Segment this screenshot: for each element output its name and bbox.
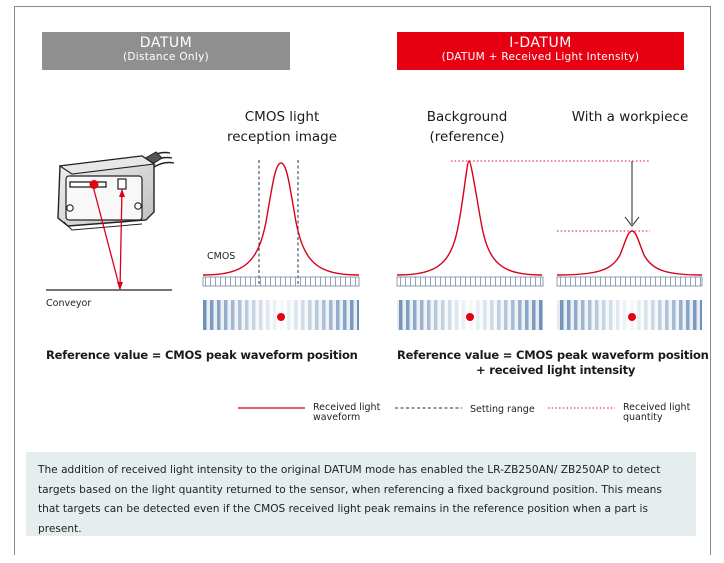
cmos-caption-line1: CMOS light [244,109,320,125]
idatum-title: I-DATUM [509,35,572,51]
idatum-header: I-DATUM (DATUM + Received Light Intensit… [397,32,684,70]
idatum-reference-line2: + received light intensity [476,363,636,377]
spot-left [277,313,285,321]
laser-beams [92,185,125,290]
spot-background [466,313,474,321]
legend-quantity-line2: quantity [623,412,663,423]
conveyor-label: Conveyor [46,298,92,309]
waveform-workpiece [556,230,703,276]
diagram-frame [14,6,711,555]
cmos-label: CMOS [207,251,236,262]
legend-waveform-line2: waveform [313,412,361,423]
spot-workpiece [628,313,636,321]
sensor-device [57,151,175,231]
cmos-scale-left [202,276,360,287]
cmos-caption-line2: reception image [226,129,338,145]
waveform-left [202,162,360,276]
legend-setting-range-label: Setting range [470,404,535,415]
background-caption-line2: (reference) [429,129,505,145]
legend-waveform-line1: Received light [313,402,381,413]
legend-quantity-line1: Received light [623,402,691,413]
legend-waveform-label: Received light waveform [313,403,380,423]
background-caption: Background (reference) [402,107,532,147]
waveform-background [396,160,543,276]
cmos-image-caption: CMOS light reception image [202,107,362,147]
idatum-reference-line1: Reference value = CMOS peak waveform pos… [397,348,709,362]
datum-subtitle: (Distance Only) [123,51,209,63]
datum-header: DATUM (Distance Only) [42,32,290,70]
cmos-scale-background [396,276,544,287]
frame-left-edge [14,536,15,554]
legend-quantity-label: Received light quantity [623,403,690,423]
datum-title: DATUM [139,35,193,51]
drop-arrow-head [624,216,640,227]
workpiece-caption: With a workpiece [571,109,689,125]
background-caption-line1: Background [426,109,508,125]
description-note: The addition of received light intensity… [26,452,696,536]
cmos-scale-workpiece [556,276,703,287]
idatum-subtitle: (DATUM + Received Light Intensity) [441,51,640,63]
datum-reference-text: Reference value = CMOS peak waveform pos… [46,348,358,362]
